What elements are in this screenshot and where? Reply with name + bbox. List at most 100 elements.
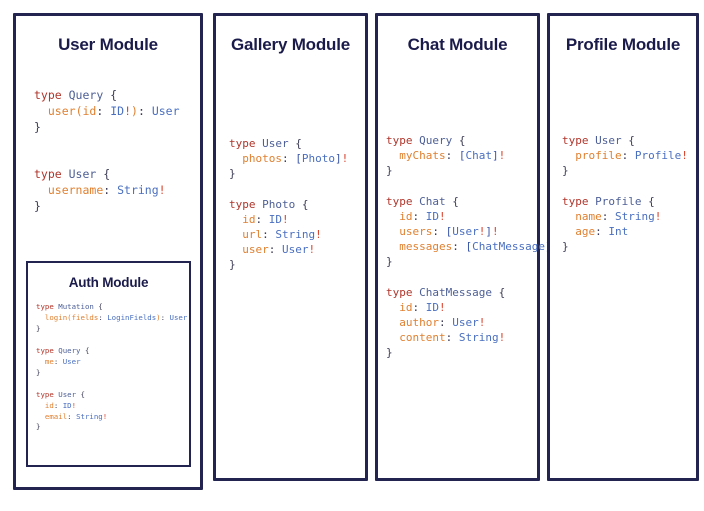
code-token: } bbox=[34, 199, 41, 214]
code-token: String bbox=[117, 183, 159, 198]
code-token: type bbox=[386, 194, 420, 208]
code-token: { bbox=[445, 194, 459, 208]
code-token bbox=[562, 210, 575, 223]
code-token: Query bbox=[419, 134, 453, 147]
code-line: } bbox=[34, 120, 41, 134]
submodule-title: Auth Module bbox=[68, 275, 149, 290]
code-token: type bbox=[562, 194, 596, 208]
code-line: } bbox=[562, 240, 569, 253]
code-token: ! bbox=[308, 243, 316, 257]
code-token: Query bbox=[58, 345, 81, 355]
module-card-chat[interactable]: Chat Module type Query { myChats: [Chat]… bbox=[375, 13, 558, 481]
code-token: username bbox=[47, 183, 104, 198]
code-token: Photo bbox=[301, 152, 335, 166]
code-token: } bbox=[34, 119, 41, 134]
code-token: } bbox=[36, 323, 41, 333]
code-token: { bbox=[295, 197, 309, 211]
code-token: email bbox=[44, 411, 68, 421]
code-token: ! bbox=[492, 225, 499, 239]
module-card-gallery[interactable]: Gallery Module type User { photos: [Phot… bbox=[213, 13, 368, 481]
code-line: login(fields: LoginFields): User bbox=[36, 313, 187, 322]
code-token: : bbox=[53, 400, 63, 410]
code-token: ! bbox=[478, 316, 486, 330]
code-line: } bbox=[229, 258, 236, 271]
code-token: photos bbox=[242, 152, 282, 166]
code-line: type Query { bbox=[36, 346, 89, 355]
code-line: me: User bbox=[36, 357, 81, 366]
code-token: fields bbox=[71, 312, 99, 322]
code-token: Int bbox=[608, 225, 629, 239]
code-token: ! bbox=[498, 331, 506, 345]
code-line: } bbox=[562, 164, 569, 177]
code-token bbox=[562, 149, 575, 162]
code-line: } bbox=[34, 199, 41, 213]
code-line: type Mutation { bbox=[36, 302, 103, 311]
code-line: id: ID! bbox=[386, 300, 446, 314]
code-token: Query bbox=[68, 88, 104, 102]
module-title-profile: Profile Module bbox=[565, 35, 681, 54]
code-token: ! bbox=[158, 183, 166, 198]
code-token: id bbox=[399, 209, 413, 223]
code-block-user-query: type Query { user(id: ID!): User } type … bbox=[34, 88, 180, 215]
code-token: type bbox=[36, 345, 59, 355]
code-token bbox=[386, 331, 399, 344]
code-line: email: String! bbox=[36, 412, 107, 421]
code-token: : bbox=[262, 228, 276, 242]
code-token: : bbox=[137, 103, 152, 118]
code-token: Chat bbox=[419, 194, 446, 208]
module-card-user[interactable]: User Module type Query { user(id: ID!): … bbox=[13, 13, 203, 490]
code-token: id bbox=[399, 300, 413, 314]
code-token: url bbox=[242, 228, 263, 242]
code-token bbox=[36, 412, 45, 421]
code-block-chat-schema: type Query { myChats: [Chat]! } type Cha… bbox=[386, 133, 558, 361]
code-line: } bbox=[36, 324, 40, 333]
code-token: { bbox=[96, 167, 111, 182]
code-token bbox=[386, 316, 399, 329]
code-token bbox=[229, 228, 242, 241]
code-token: type bbox=[36, 389, 59, 399]
code-token bbox=[34, 183, 48, 197]
code-line: id: ID! bbox=[36, 401, 76, 410]
code-token bbox=[386, 301, 399, 314]
module-title-gallery: Gallery Module bbox=[230, 35, 351, 54]
code-token: } bbox=[36, 367, 41, 377]
code-token: Profile bbox=[634, 149, 682, 163]
code-token bbox=[36, 357, 45, 366]
code-token: { bbox=[76, 389, 85, 399]
code-token: type bbox=[562, 134, 596, 147]
code-token bbox=[386, 149, 399, 162]
code-token: User bbox=[452, 316, 479, 330]
code-token bbox=[229, 213, 242, 226]
code-token: ] bbox=[485, 225, 492, 239]
code-line: myChats: [Chat]! bbox=[386, 149, 505, 162]
code-token: [ bbox=[465, 240, 473, 254]
code-token: : bbox=[432, 225, 446, 239]
module-card-auth[interactable]: Auth Module type Mutation { login(fields… bbox=[26, 261, 191, 467]
module-title-chat: Chat Module bbox=[407, 35, 508, 54]
code-token: } bbox=[229, 258, 236, 272]
code-line: } bbox=[386, 255, 393, 268]
code-token: users bbox=[399, 225, 433, 239]
code-token bbox=[386, 210, 399, 223]
code-token: ID bbox=[62, 400, 72, 410]
code-token: Profile bbox=[595, 194, 642, 208]
code-token: } bbox=[229, 167, 236, 181]
module-card-profile[interactable]: Profile Module type User { profile: Prof… bbox=[547, 13, 699, 481]
code-line: id: ID! bbox=[386, 209, 445, 223]
code-line: user(id: ID!): User bbox=[34, 104, 180, 118]
code-token: ! bbox=[439, 300, 446, 314]
code-line: type Query { bbox=[386, 134, 466, 147]
code-token: type bbox=[386, 285, 420, 299]
code-token: ID bbox=[425, 209, 439, 223]
code-token: ID bbox=[110, 103, 125, 118]
code-line: type User { bbox=[36, 390, 85, 399]
code-line: } bbox=[229, 167, 236, 180]
code-token: { bbox=[452, 134, 466, 147]
code-token: : bbox=[452, 240, 466, 254]
code-line: users: [User!]! bbox=[386, 225, 499, 239]
code-token: type bbox=[386, 134, 420, 147]
code-token: : bbox=[412, 209, 426, 223]
code-line: age: Int bbox=[562, 225, 628, 238]
code-line: type Profile { bbox=[562, 195, 655, 208]
code-token bbox=[562, 225, 575, 238]
